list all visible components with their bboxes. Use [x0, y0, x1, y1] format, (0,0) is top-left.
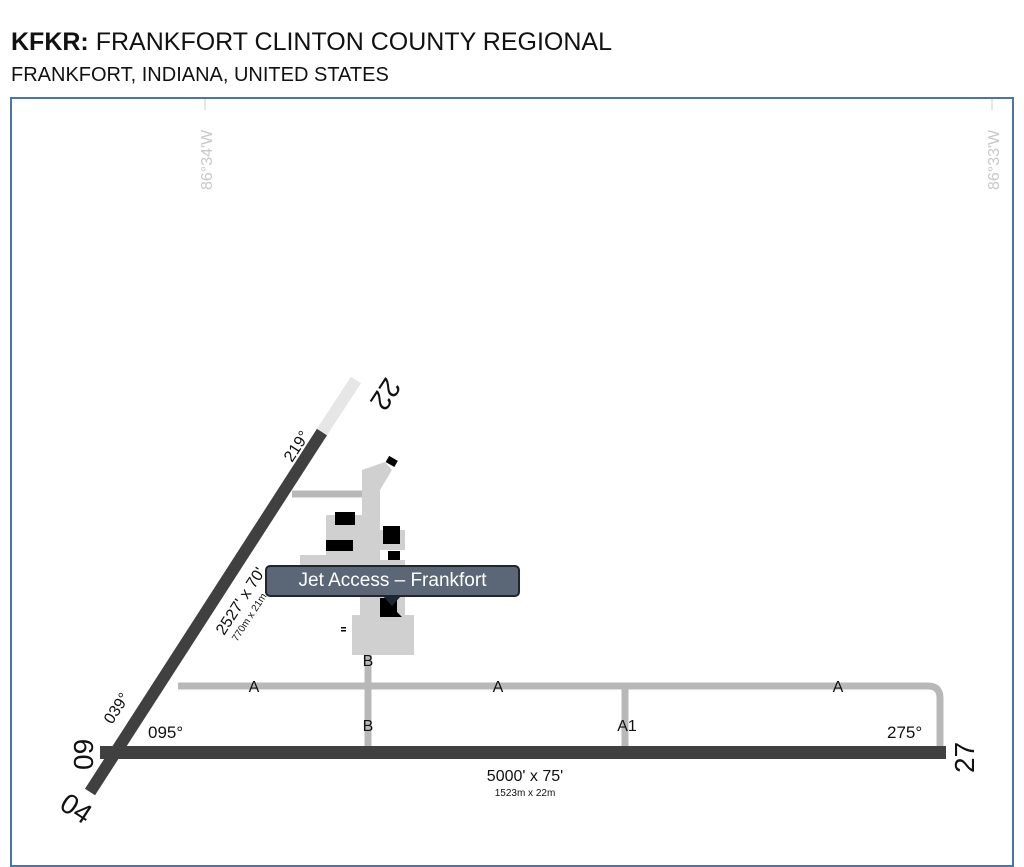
runway-22-displaced-threshold — [316, 376, 362, 436]
taxiway-a — [178, 682, 944, 748]
runway-end-22: 22 — [364, 373, 407, 416]
runway-04-22[interactable] — [84, 428, 328, 796]
taxiway-label-b: B — [363, 653, 374, 670]
airport-location: FRANKFORT, INDIANA, UNITED STATES — [11, 64, 389, 86]
runway-09-27-length: 5000' x 75' — [487, 768, 563, 785]
fbo-tooltip[interactable]: Jet Access – Frankfort — [265, 565, 520, 606]
runway-end-04: 04 — [55, 787, 98, 830]
taxiway-label-a: A — [833, 679, 844, 696]
airport-name: FRANKFORT CLINTON COUNTY REGIONAL — [95, 28, 613, 56]
taxiway-label-a: A — [493, 679, 504, 696]
taxiway-label-b: B — [363, 718, 374, 735]
taxiway-label-a: A — [249, 679, 260, 696]
longitude-label-right: 86°33'W — [986, 129, 1003, 190]
taxiway-label-a1: A1 — [617, 718, 637, 735]
runway-heading-275: 275° — [887, 723, 922, 742]
runway-heading-095: 095° — [148, 723, 183, 742]
longitude-label-left: 86°34'W — [199, 129, 216, 190]
runway-09-27-metric: 1523m x 22m — [495, 788, 556, 799]
airport-title: KFKR: FRANKFORT CLINTON COUNTY REGIONAL — [11, 28, 612, 57]
taxiways — [178, 490, 944, 748]
runway-end-09: 09 — [68, 739, 99, 770]
runway-09-27[interactable] — [100, 746, 946, 759]
airport-code: KFKR: — [11, 28, 89, 56]
runway-end-27: 27 — [949, 742, 980, 773]
